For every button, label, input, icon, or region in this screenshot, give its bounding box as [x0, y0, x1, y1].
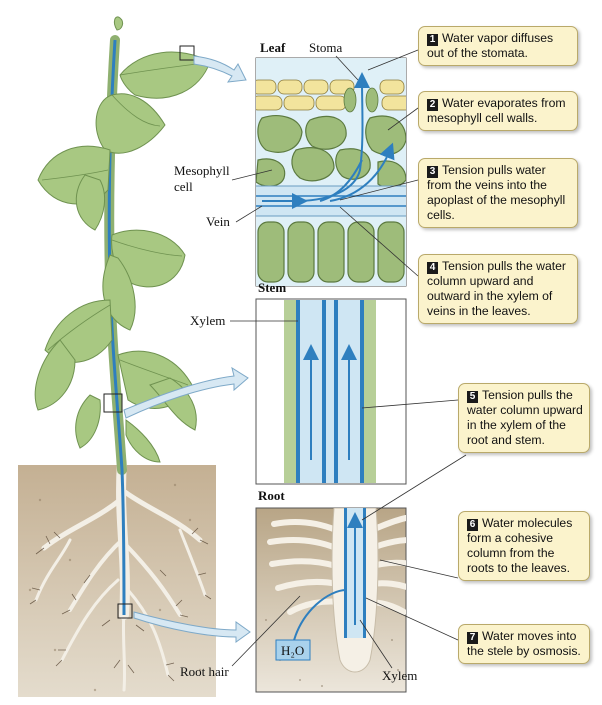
step-text-7: Water moves into the stele by osmosis. — [467, 629, 581, 658]
stem-panel-title: Stem — [258, 280, 286, 295]
step-number-4: 4 — [427, 262, 438, 274]
step-text-4: Tension pulls the water column upward an… — [427, 259, 566, 318]
step-text-1: Water vapor diffuses out of the stomata. — [427, 31, 554, 60]
step-text-2: Water evaporates from mesophyll cell wal… — [427, 96, 566, 125]
step-text-6: Water molecules form a cohesive column f… — [467, 516, 573, 575]
root-hairs-fine — [29, 527, 212, 682]
zoom-arrows — [123, 55, 251, 643]
root-hair-label: Root hair — [180, 664, 229, 679]
callout-leaders — [339, 49, 467, 641]
mesophyll-label-1: Mesophyll — [174, 163, 230, 178]
leaf-panel-title: Leaf — [260, 40, 286, 55]
root-panel-title: Root — [258, 488, 285, 503]
root-panel: H₂O Root Root hair Xylem — [180, 488, 417, 693]
step-text-5: Tension pulls the water column upward in… — [467, 388, 583, 447]
leaf-panel: Leaf Stoma Mesophyll cell Vein — [174, 40, 407, 287]
vein-label: Vein — [206, 214, 230, 229]
water-label: H₂O — [281, 643, 304, 658]
stoma-label: Stoma — [309, 40, 342, 55]
leaf-zoom-box — [179, 45, 195, 61]
step-number-6: 6 — [467, 519, 478, 531]
step-number-1: 1 — [427, 34, 438, 46]
stem-zoom-box — [103, 393, 123, 413]
stem-panel: Stem Xylem — [190, 280, 407, 485]
leaf-veins — [41, 62, 206, 386]
step-number-7: 7 — [467, 632, 478, 644]
step-number-3: 3 — [427, 166, 438, 178]
step-number-2: 2 — [427, 99, 438, 111]
xylem-stem-label: Xylem — [190, 313, 225, 328]
step-text-3: Tension pulls water from the veins into … — [427, 163, 566, 222]
mesophyll-label-2: cell — [174, 179, 193, 194]
step-number-5: 5 — [467, 391, 478, 403]
root-zoom-box — [117, 603, 133, 619]
xylem-root-label: Xylem — [382, 668, 417, 683]
